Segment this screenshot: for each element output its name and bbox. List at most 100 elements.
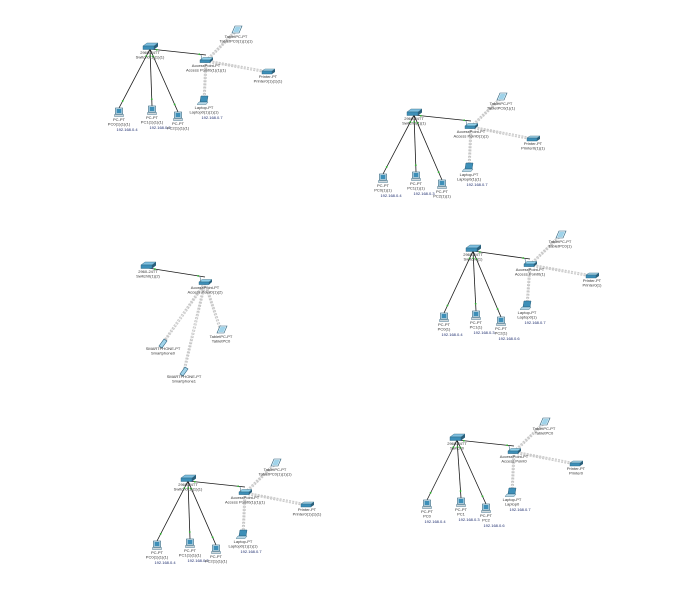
wired-link[interactable]: [187, 480, 217, 546]
device-name-label: PC1(1)(1)(1): [179, 553, 202, 558]
tablet-icon: [539, 417, 551, 426]
printer-icon: [300, 501, 315, 508]
wired-link[interactable]: [443, 250, 474, 314]
wired-link[interactable]: [456, 439, 462, 499]
wired-link[interactable]: [187, 480, 246, 488]
wired-link[interactable]: [149, 48, 207, 56]
printer-icon: [569, 460, 584, 467]
laptop-icon: [196, 95, 209, 105]
wireless-link-pattern: [468, 126, 472, 170]
wired-link[interactable]: [426, 439, 458, 501]
wired-link[interactable]: [472, 250, 531, 260]
link-status-dot: [437, 171, 440, 174]
device-model-label: 2960-24TT: [178, 482, 198, 487]
device-model-label: AccessPoint-PT: [500, 454, 529, 459]
device-ip-label: 192.168.0.7: [201, 115, 223, 120]
device-model-label: TabletPC-PT: [549, 239, 572, 244]
tablet-icon: [231, 25, 243, 34]
link-status-dot: [522, 257, 525, 259]
wired-link[interactable]: [149, 48, 153, 107]
pc-icon: [147, 105, 157, 115]
device-name-label: PC1(1)(1): [407, 186, 425, 191]
wired-link[interactable]: [149, 48, 179, 113]
wireless-link-pattern: [242, 492, 246, 537]
wired-link[interactable]: [472, 250, 502, 318]
wired-link[interactable]: [118, 48, 151, 109]
device-name-label: Access Point0(1)(1): [453, 134, 489, 139]
wired-link[interactable]: [147, 267, 206, 278]
link-status-dot: [459, 490, 462, 492]
printer-icon: [526, 135, 541, 142]
access-point-icon: [507, 445, 522, 454]
wired-link[interactable]: [382, 114, 415, 175]
wired-link[interactable]: [156, 480, 189, 542]
wired-link[interactable]: [456, 439, 515, 447]
printer-icon: [261, 68, 276, 75]
wired-link[interactable]: [456, 439, 487, 505]
wireless-link-pattern: [511, 451, 515, 495]
switch-icon: [140, 261, 157, 269]
wired-link[interactable]: [413, 114, 443, 181]
wired-link[interactable]: [472, 250, 477, 312]
device-model-label: Laptop-PT: [195, 105, 214, 110]
device-name-label: Smartphone1: [172, 379, 197, 384]
wired-link[interactable]: [413, 114, 417, 173]
wired-link[interactable]: [187, 480, 191, 540]
link-status-dot: [121, 100, 124, 102]
device-model-label: PC-PT: [438, 322, 451, 327]
link-status-dot: [237, 485, 240, 488]
pc-icon: [411, 171, 421, 181]
link-status-dot: [475, 258, 478, 260]
wired-link[interactable]: [413, 114, 472, 122]
device-model-label: PC-PT: [436, 189, 449, 194]
device-model-label: PC-PT: [480, 513, 493, 518]
device-name-label: Laptop0(1)(1): [457, 177, 482, 182]
